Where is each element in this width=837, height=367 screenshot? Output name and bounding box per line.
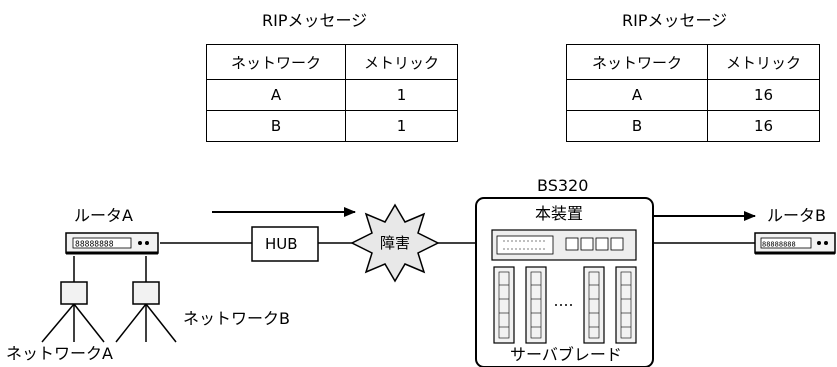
rip-table-left: ネットワーク メトリック A 1 B 1 bbox=[206, 44, 458, 142]
switch-module-icon bbox=[491, 229, 637, 261]
network-cell: B bbox=[566, 110, 708, 142]
table-row: B 1 bbox=[206, 110, 458, 142]
rip-table-right-title: RIPメッセージ bbox=[622, 11, 728, 30]
metric-cell: 1 bbox=[345, 79, 458, 111]
rip-table-left-title: RIPメッセージ bbox=[262, 11, 368, 30]
hub-box bbox=[251, 226, 319, 262]
network-b-host-icon bbox=[115, 281, 177, 343]
server-blade-3 bbox=[583, 266, 605, 344]
server-blade-1 bbox=[493, 266, 515, 344]
server-blade-2 bbox=[525, 266, 547, 344]
metric-cell: 1 bbox=[345, 110, 458, 142]
router-a-label: ルータA bbox=[74, 206, 133, 225]
router-a-panel-text: 88888888 bbox=[75, 240, 114, 249]
server-blade-label: サーバブレード bbox=[510, 345, 622, 364]
router-b-icon bbox=[754, 232, 836, 255]
network-cell: A bbox=[206, 79, 346, 111]
fault-label: 障害 bbox=[380, 234, 411, 252]
network-a-label: ネットワークA bbox=[6, 344, 113, 363]
rip-table-right: ネットワーク メトリック A 16 B 16 bbox=[566, 44, 820, 142]
metric-cell: 16 bbox=[707, 110, 820, 142]
server-blade-4 bbox=[615, 266, 637, 344]
router-a-icon bbox=[65, 232, 159, 255]
router-b-panel-text: 88888888 bbox=[762, 241, 796, 249]
bs320-label: BS320 bbox=[537, 176, 589, 195]
table-row: B 16 bbox=[566, 110, 820, 142]
network-a-host-icon bbox=[41, 281, 105, 343]
table-row: A 1 bbox=[206, 79, 458, 111]
network-b-label: ネットワークB bbox=[183, 309, 290, 328]
router-b-label: ルータB bbox=[767, 206, 826, 225]
column-header-network: ネットワーク bbox=[206, 44, 346, 80]
column-header-network: ネットワーク bbox=[566, 44, 708, 80]
this-device-label: 本装置 bbox=[535, 204, 584, 223]
network-cell: B bbox=[206, 110, 346, 142]
fault-burst-icon bbox=[350, 203, 440, 283]
metric-cell: 16 bbox=[707, 79, 820, 111]
hub-label: HUB bbox=[265, 235, 298, 253]
column-header-metric: メトリック bbox=[345, 44, 458, 80]
table-header-row: ネットワーク メトリック bbox=[206, 44, 458, 80]
